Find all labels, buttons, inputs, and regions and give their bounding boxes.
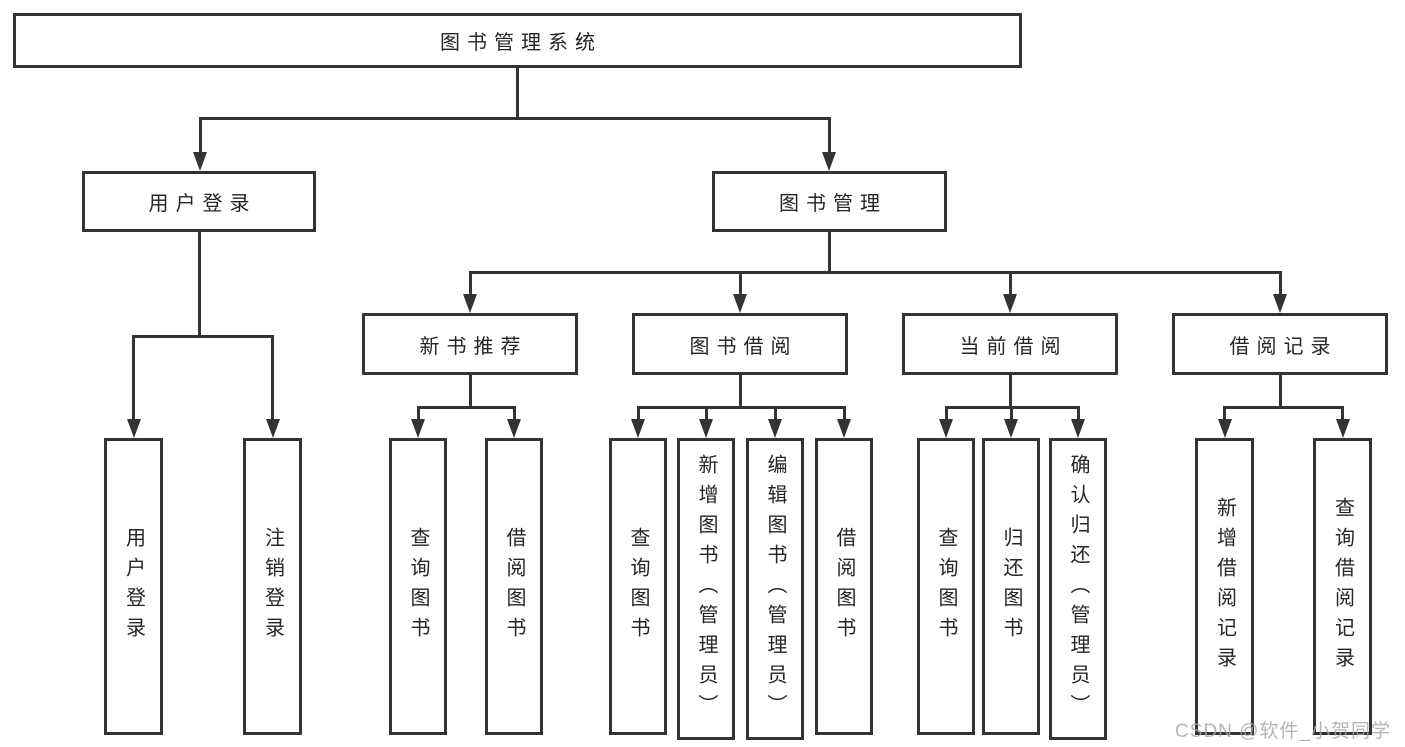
arrow-down-icon: [768, 419, 782, 438]
node-confirm-return-admin: 确认归还（管理员）: [1049, 438, 1107, 740]
arrow-down-icon: [631, 419, 645, 438]
node-label-book-management-branch: 图书管理: [779, 193, 887, 215]
connector-drop: [271, 335, 274, 421]
node-label-book-borrowing: 图书借阅: [689, 335, 798, 358]
node-label-borrow-books-leaf: 借阅图书: [833, 526, 855, 647]
arrow-down-icon: [507, 419, 521, 438]
arrow-down-icon: [733, 294, 747, 313]
arrow-down-icon: [939, 419, 953, 438]
node-label-query-books-current: 查询图书: [935, 526, 957, 647]
connector-drop: [944, 406, 948, 421]
connector-drop: [773, 406, 777, 421]
connector-bus: [198, 117, 831, 120]
node-label-user-login-branch: 用户登录: [148, 193, 257, 215]
csdn-watermark: CSDN @软件_小贺同学: [1175, 721, 1391, 742]
connector-bus: [416, 406, 516, 409]
node-add-borrow-record: 新增借阅记录: [1195, 438, 1254, 735]
connector-bus: [636, 406, 846, 409]
node-logout-leaf: 注销登录: [243, 438, 302, 735]
arrow-down-icon: [1071, 419, 1085, 438]
connector-drop: [636, 406, 640, 421]
connector-stem: [1008, 375, 1012, 409]
connector-stem: [468, 375, 472, 409]
connector-drop: [738, 271, 742, 296]
node-new-book-recommend: 新书推荐: [362, 313, 578, 375]
node-query-books-current: 查询图书: [917, 438, 975, 735]
node-user-login-leaf: 用户登录: [104, 438, 163, 735]
node-label-user-login-leaf: 用户登录: [122, 526, 145, 647]
node-query-books-borrowing: 查询图书: [609, 438, 667, 735]
arrow-down-icon: [822, 152, 836, 171]
node-label-confirm-return-admin: 确认归还（管理员）: [1067, 454, 1089, 724]
node-edit-books-admin: 编辑图书（管理员）: [746, 438, 804, 740]
arrow-down-icon: [1335, 419, 1350, 438]
arrow-down-icon: [411, 419, 425, 438]
connector-drop: [132, 335, 135, 421]
arrow-down-icon: [1004, 419, 1018, 438]
connector-stem: [197, 232, 201, 338]
node-label-add-borrow-record: 新增借阅记录: [1213, 496, 1236, 677]
connector-drop: [1223, 406, 1226, 421]
arrow-down-icon: [463, 294, 477, 313]
node-current-borrowing: 当前借阅: [902, 313, 1118, 375]
connector-drop: [842, 406, 846, 421]
arrow-down-icon: [1217, 419, 1232, 438]
node-label-borrowing-records: 借阅记录: [1229, 335, 1338, 358]
connector-drop: [827, 117, 831, 154]
node-user-login-branch: 用户登录: [82, 171, 316, 232]
connector-bus: [1223, 406, 1344, 409]
node-borrowing-records: 借阅记录: [1172, 313, 1388, 375]
connector-drop: [198, 117, 202, 154]
node-root: 图书管理系统: [13, 13, 1022, 68]
node-borrow-books-recommend: 借阅图书: [485, 438, 543, 735]
node-label-new-book-recommend: 新书推荐: [419, 335, 528, 358]
node-label-query-books-borrowing: 查询图书: [627, 526, 649, 647]
connector-drop: [1341, 406, 1344, 421]
node-label-query-books-recommend: 查询图书: [407, 526, 429, 647]
node-label-borrow-books-recommend: 借阅图书: [503, 526, 525, 647]
node-return-books-leaf: 归还图书: [982, 438, 1040, 735]
node-label-edit-books-admin: 编辑图书（管理员）: [764, 454, 786, 724]
node-query-books-recommend: 查询图书: [389, 438, 447, 735]
arrow-down-icon: [837, 419, 851, 438]
connector-bus: [132, 335, 274, 338]
node-borrow-books-leaf: 借阅图书: [815, 438, 873, 735]
connector-bus: [468, 271, 1282, 274]
node-query-borrow-record: 查询借阅记录: [1313, 438, 1372, 735]
connector-stem: [827, 232, 831, 274]
connector-stem: [738, 375, 742, 409]
connector-drop: [1278, 271, 1282, 296]
arrow-down-icon: [1003, 294, 1017, 313]
arrow-down-icon: [193, 152, 207, 171]
node-label-root: 图书管理系统: [440, 32, 602, 54]
arrow-down-icon: [265, 419, 280, 438]
node-book-management-branch: 图书管理: [712, 171, 947, 232]
node-label-return-books-leaf: 归还图书: [1000, 526, 1022, 647]
node-add-books-admin: 新增图书（管理员）: [677, 438, 735, 740]
node-book-borrowing: 图书借阅: [632, 313, 848, 375]
node-label-logout-leaf: 注销登录: [261, 526, 284, 647]
connector-drop: [468, 271, 472, 296]
node-label-query-borrow-record: 查询借阅记录: [1331, 496, 1354, 677]
connector-drop: [1009, 406, 1013, 421]
connector-drop: [1008, 271, 1012, 296]
node-label-add-books-admin: 新增图书（管理员）: [695, 454, 717, 724]
arrow-down-icon: [699, 419, 713, 438]
connector-stem: [515, 68, 519, 120]
node-label-current-borrowing: 当前借阅: [959, 335, 1068, 358]
connector-drop: [512, 406, 516, 421]
connector-drop: [1076, 406, 1080, 421]
arrow-down-icon: [126, 419, 141, 438]
connector-stem: [1278, 375, 1282, 409]
connector-drop: [704, 406, 708, 421]
arrow-down-icon: [1273, 294, 1287, 313]
connector-drop: [416, 406, 420, 421]
